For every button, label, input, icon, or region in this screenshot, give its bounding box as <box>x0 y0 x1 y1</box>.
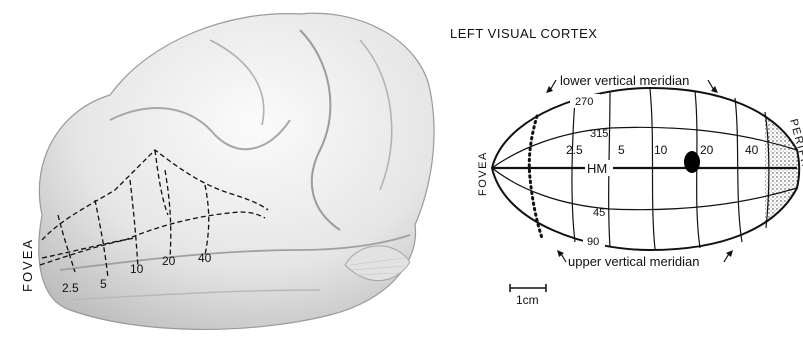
cortex-map: LEFT VISUAL CORTEX FOVEA PERIPHERY <box>450 26 803 307</box>
map-ecc-label: 40 <box>745 143 759 157</box>
lower-vertical-meridian-label: lower vertical meridian <box>560 73 689 88</box>
drawing-ecc-label: 40 <box>198 251 212 265</box>
drawing-ecc-label: 2.5 <box>62 281 79 295</box>
map-ecc-label: 10 <box>654 143 668 157</box>
scale-bar-label: 1cm <box>516 293 539 307</box>
map-fovea-label: FOVEA <box>477 151 489 196</box>
map-ecc-label: 20 <box>700 143 714 157</box>
map-title: LEFT VISUAL CORTEX <box>450 26 597 41</box>
blind-spot <box>684 151 700 173</box>
iso-line <box>572 100 575 242</box>
drawing-ecc-label: 10 <box>130 262 144 276</box>
polar-label-45: 45 <box>593 207 605 219</box>
brain-drawing: FOVEA 2.5 5 10 20 40 <box>20 13 434 329</box>
drawing-ecc-label: 5 <box>100 277 107 291</box>
polar-label-90: 90 <box>587 236 599 248</box>
map-ecc-label: 5 <box>618 143 625 157</box>
polar-label-315: 315 <box>590 128 608 140</box>
map-ecc-label: 2.5 <box>566 143 583 157</box>
drawing-fovea-label: FOVEA <box>20 238 35 292</box>
iso-line <box>735 98 742 242</box>
polar-label-270: 270 <box>575 96 593 108</box>
drawing-ecc-label: 20 <box>162 254 176 268</box>
scale-bar: 1cm <box>510 284 546 307</box>
contour-45 <box>492 168 797 210</box>
upper-vertical-meridian-label: upper vertical meridian <box>568 254 700 269</box>
hm-label: HM <box>587 161 607 176</box>
